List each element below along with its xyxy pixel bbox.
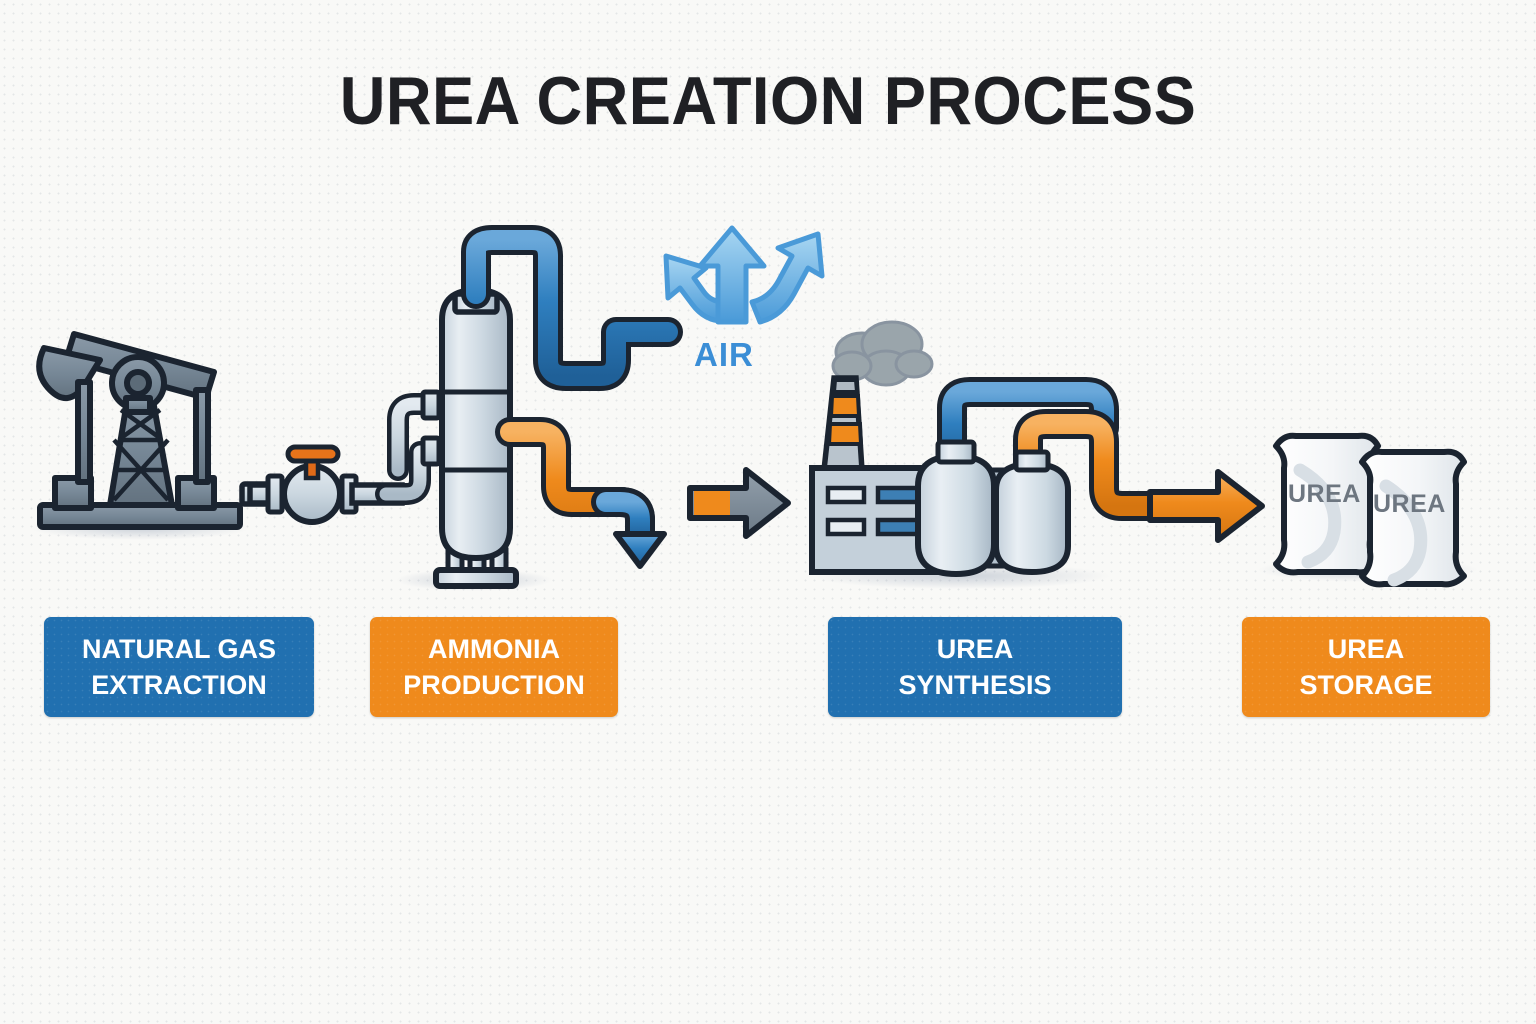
process-illustration: [30, 225, 1478, 591]
vessel-base: [433, 567, 519, 589]
air-label: AIR: [694, 336, 754, 373]
down-arrow-icon: [613, 531, 667, 569]
stage-label-line2: PRODUCTION: [403, 670, 585, 700]
vessel-inlet-lower: [420, 435, 442, 467]
stage-label-line1: AMMONIA: [428, 634, 560, 664]
air-arrow-center: [697, 225, 767, 325]
urea-bag-2-label: UREA: [1373, 490, 1446, 518]
pipe-flange-left: [265, 473, 285, 515]
urea-bag-1-label: UREA: [1288, 480, 1361, 508]
stage-label-line2: SYNTHESIS: [898, 670, 1052, 700]
stage-label-urea-storage[interactable]: UREA STORAGE: [1242, 617, 1490, 717]
chimney-stripes: [826, 378, 864, 446]
synthesis-pipe-group: [937, 377, 1235, 521]
blue-pipe-air-line: [461, 225, 683, 391]
delivery-arrow-icon: [1147, 469, 1265, 543]
stage-label-ammonia-production[interactable]: AMMONIA PRODUCTION: [370, 617, 618, 717]
tank-right-nozzle: [1013, 449, 1051, 473]
stage-label-line2: STORAGE: [1299, 670, 1433, 700]
stage-label-line1: UREA: [1327, 634, 1405, 664]
air-arrows-icon: [663, 225, 825, 325]
bag-2-crease: [1379, 479, 1428, 587]
air-arrow-right: [749, 231, 825, 325]
storage-tanks-icon: [915, 439, 1071, 578]
stage-label-natural-gas-extraction[interactable]: NATURAL GAS EXTRACTION: [44, 617, 314, 717]
valve-handle: [285, 444, 341, 464]
smoke-cloud-icon: [831, 320, 934, 387]
orange-pipe-ammonia-line: [495, 417, 667, 569]
tank-right: [993, 460, 1071, 576]
gas-pipeline-group: [239, 389, 443, 525]
urea-bags-icon: [1273, 432, 1467, 588]
oil-pumpjack-icon: [36, 331, 243, 530]
stage-label-urea-synthesis[interactable]: UREA SYNTHESIS: [828, 617, 1122, 717]
stage-label-line1: UREA: [936, 634, 1014, 664]
page-title: UREA CREATION PROCESS: [339, 63, 1197, 139]
stage-label-line1: NATURAL GAS: [82, 634, 276, 664]
tank-left-nozzle: [935, 439, 977, 465]
vessel-inlet-upper: [420, 389, 442, 421]
transfer-arrow-icon: [687, 467, 791, 539]
transfer-arrow-tail-accent: [694, 491, 730, 515]
bag-1-crease: [1293, 463, 1342, 569]
stage-label-line2: EXTRACTION: [91, 670, 267, 700]
tank-left: [915, 452, 997, 578]
